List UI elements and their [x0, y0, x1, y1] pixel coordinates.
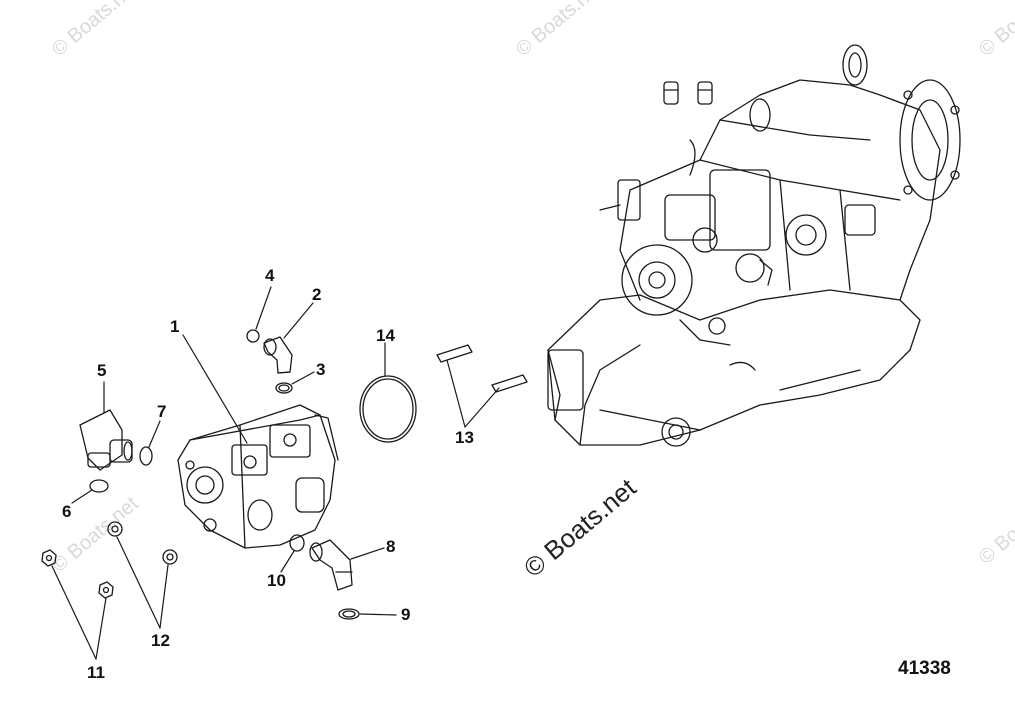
callout-8: 8 [386, 537, 396, 556]
part-11-nuts [41, 549, 114, 599]
callout-4: 4 [265, 266, 275, 285]
callout-1: 1 [170, 317, 180, 336]
part-13-dowel-pins [436, 344, 528, 393]
part-5-elbow-fitting [79, 409, 133, 471]
callout-12: 12 [151, 631, 170, 650]
callout-3: 3 [316, 360, 326, 379]
callout-7: 7 [157, 402, 167, 421]
callout-5: 5 [97, 361, 107, 380]
part-4-o-ring [246, 329, 260, 343]
callout-14: 14 [376, 326, 395, 345]
figure-number: 41338 [898, 658, 951, 679]
part-7-o-ring [139, 446, 153, 466]
callout-9: 9 [401, 605, 411, 624]
part-10-o-ring [289, 534, 305, 552]
part-12-washers [107, 521, 178, 565]
transmission-assembly [547, 44, 961, 447]
callout-13: 13 [455, 428, 474, 447]
part-2-elbow [263, 336, 293, 374]
pump-assembly [177, 404, 339, 549]
part-8-elbow [309, 539, 353, 591]
part-6-o-ring [89, 479, 109, 493]
part-9-o-ring [338, 608, 360, 620]
callout-10: 10 [267, 571, 286, 590]
leader-lines [51, 286, 500, 660]
part-14-large-o-ring [359, 375, 417, 443]
callout-11: 11 [87, 663, 105, 682]
callout-2: 2 [312, 285, 322, 304]
callout-6: 6 [62, 502, 72, 521]
part-3-o-ring [275, 382, 293, 394]
